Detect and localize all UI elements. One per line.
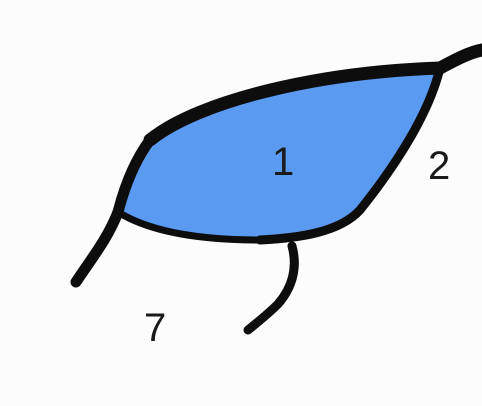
region-label-1: 1: [272, 142, 294, 182]
bottom-stroke: [248, 246, 294, 330]
region-label-2: 2: [428, 146, 450, 186]
region-label-7: 7: [144, 308, 166, 348]
